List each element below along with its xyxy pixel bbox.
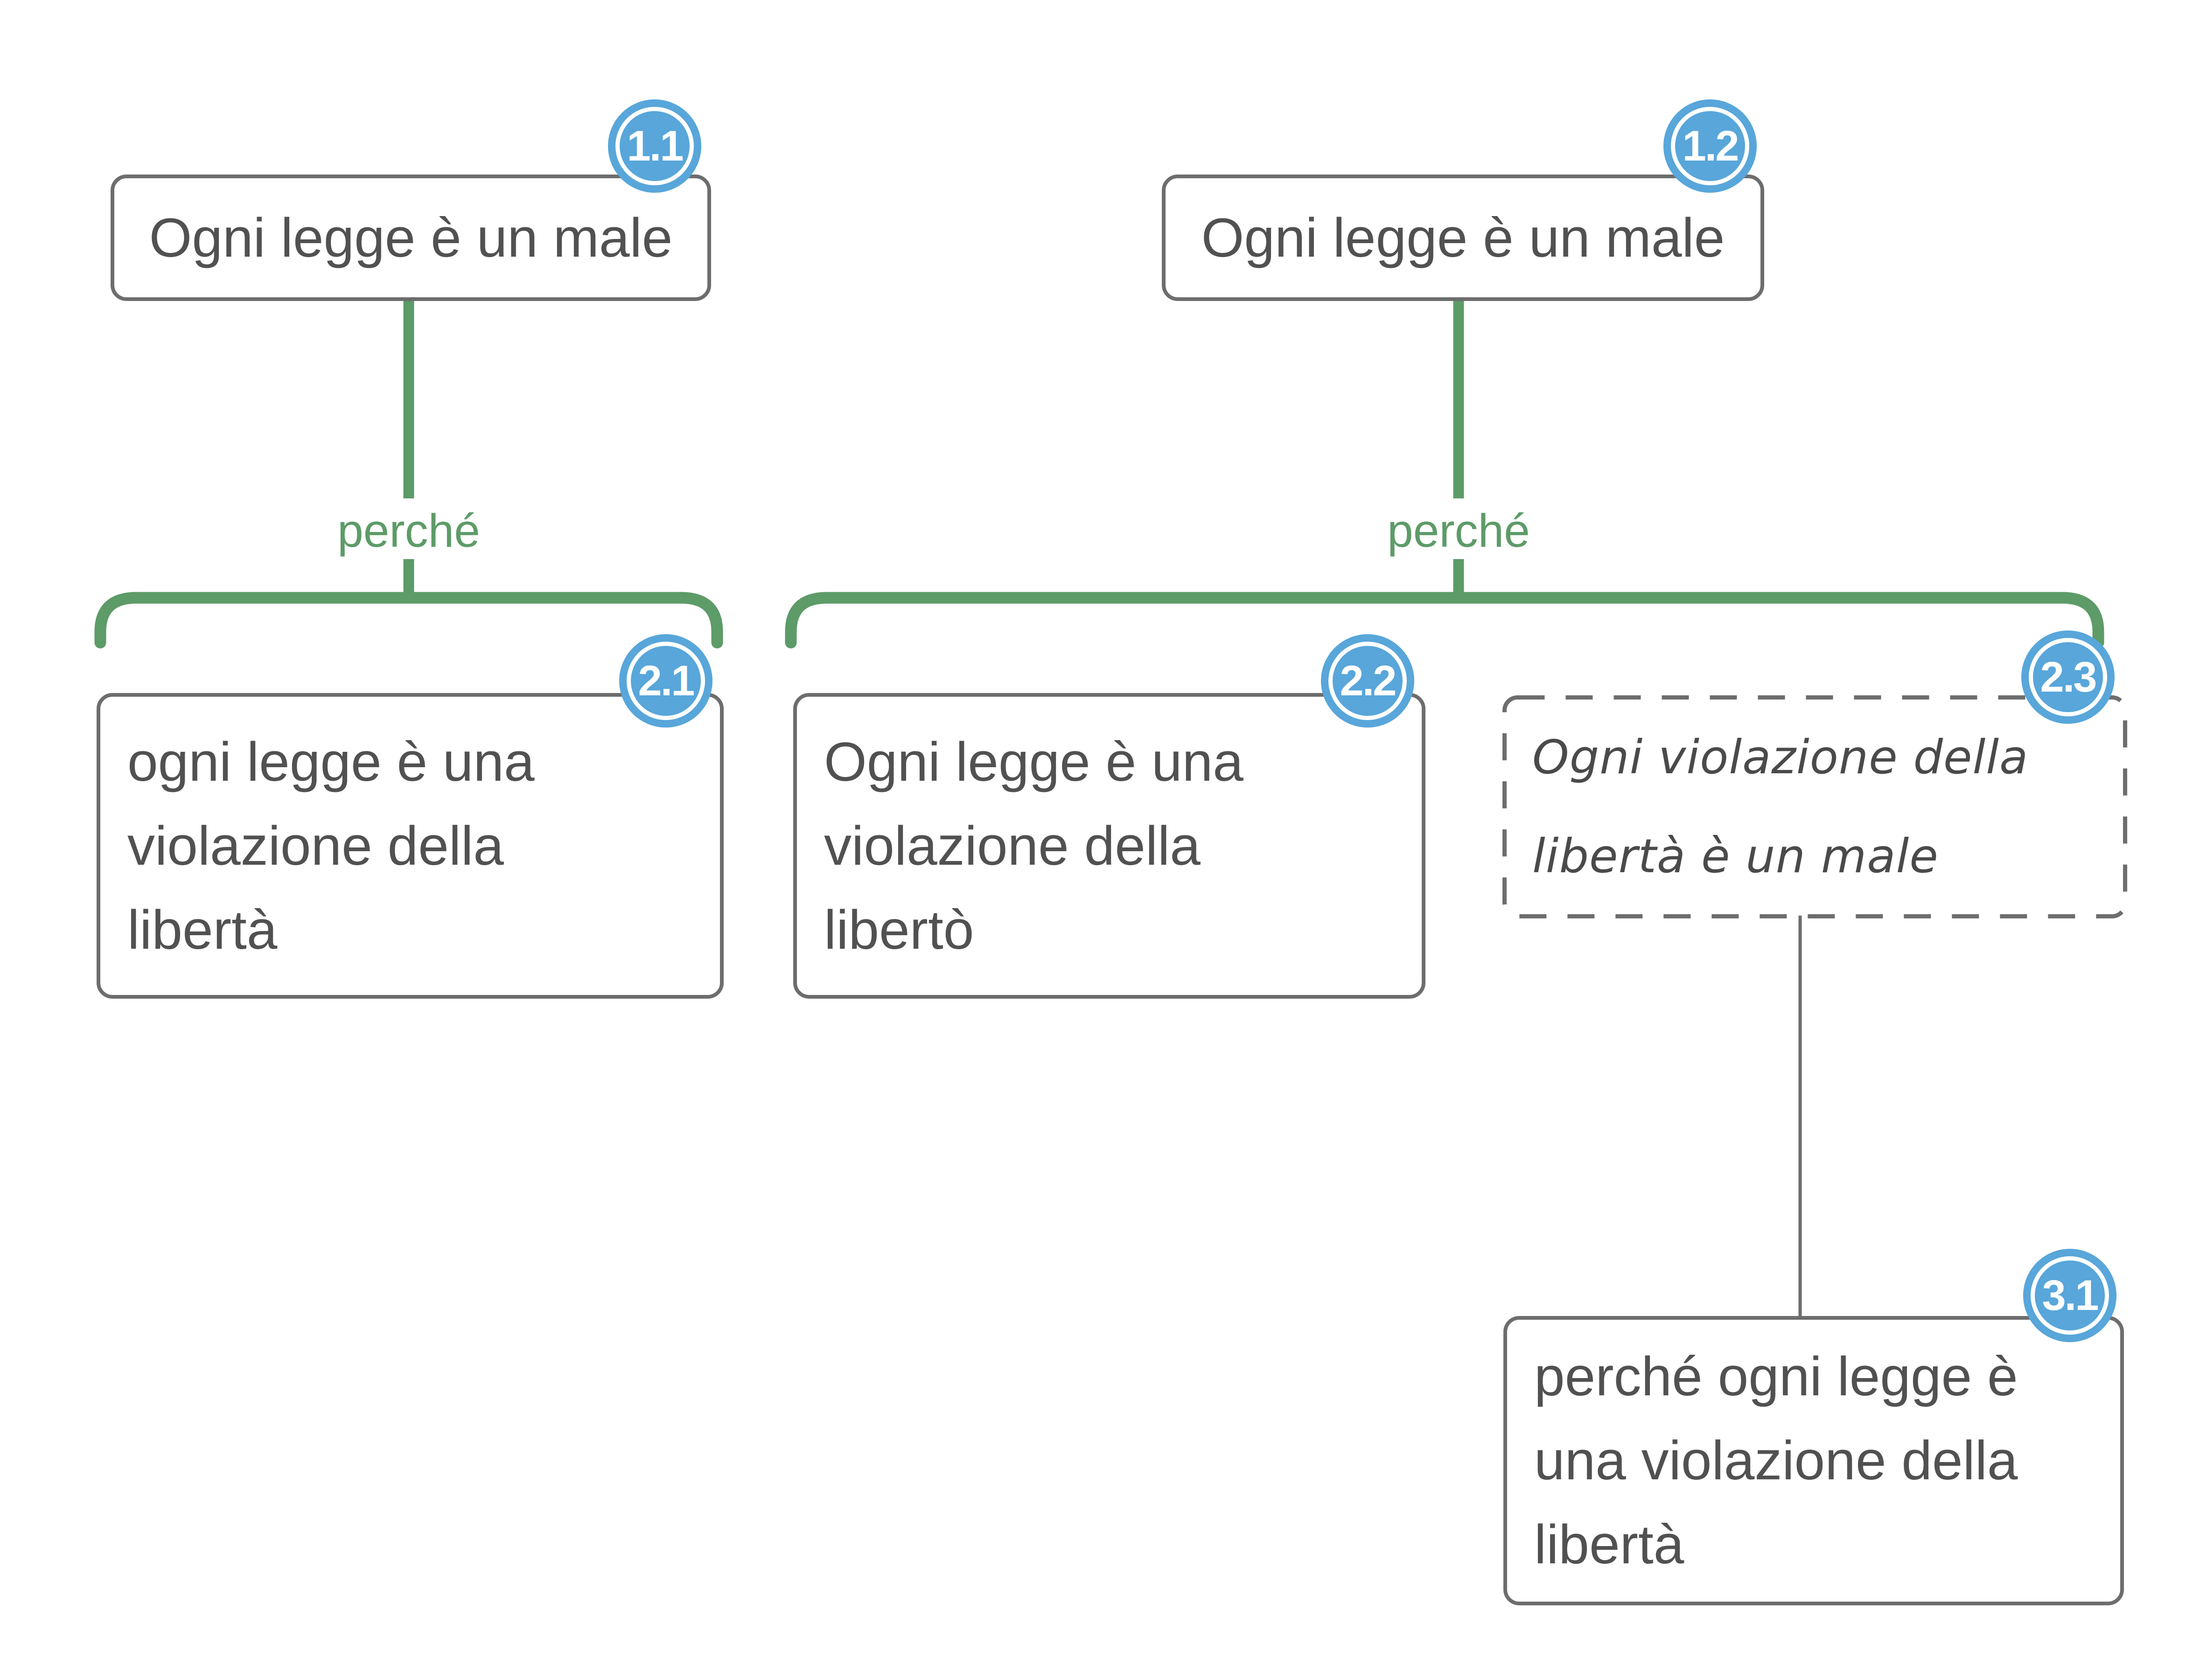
badge-ring-icon <box>615 107 694 185</box>
node-text-handwritten: Ogni violazione della libertà è un male <box>1532 730 2029 883</box>
badge-number: 2.3 <box>2040 653 2097 701</box>
node-box-2-2[interactable]: 2.2 Ogni legge è una violazione della li… <box>793 634 1425 999</box>
badge-ring-icon <box>627 642 705 720</box>
badge-ring-icon <box>2031 1256 2109 1335</box>
node-text: Ogni legge è una violazione della libert… <box>824 731 1243 961</box>
dashed-box-border-2-3 <box>1502 695 2127 918</box>
badge-ring-icon <box>2029 638 2107 716</box>
node-badge-1-1: 1.1 <box>608 99 701 193</box>
badge-ring-icon <box>1671 107 1749 185</box>
node-text: Ogni legge è un male <box>1201 207 1725 269</box>
node-badge-2-2: 2.2 <box>1321 634 1414 728</box>
node-box-2-1[interactable]: 2.1 ogni legge è una violazione della li… <box>97 634 724 999</box>
node-box-2-3[interactable]: 2.3 Ogni violazione della libertà è un m… <box>1502 630 2127 918</box>
node-box-1-1[interactable]: 1.1 Ogni legge è un male <box>111 99 711 301</box>
node-text: ogni legge è una violazione della libert… <box>127 731 535 961</box>
badge-number: 2.2 <box>1340 657 1397 705</box>
badge-ring-icon <box>1328 642 1407 720</box>
badge-number: 1.1 <box>627 122 684 170</box>
badge-number: 3.1 <box>2042 1271 2099 1319</box>
edge-label-perche-left: perché <box>332 503 486 559</box>
node-box-3-1[interactable]: 3.1 perché ogni legge è una violazione d… <box>1503 1249 2124 1605</box>
edge-label-perche-right: perché <box>1382 503 1536 559</box>
node-badge-2-3: 2.3 <box>2021 630 2115 724</box>
bracket-left-tree <box>94 592 723 649</box>
node-badge-1-2: 1.2 <box>1663 99 1757 193</box>
node-badge-3-1: 3.1 <box>2023 1249 2116 1342</box>
badge-number: 1.2 <box>1682 122 1739 170</box>
badge-number: 2.1 <box>638 657 695 705</box>
bracket-right-tree <box>785 592 2104 649</box>
node-text: perché ogni legge è una violazione della… <box>1534 1346 2018 1575</box>
node-badge-2-1: 2.1 <box>619 634 712 728</box>
node-box-1-2[interactable]: 1.2 Ogni legge è un male <box>1162 99 1764 301</box>
node-text: Ogni legge è un male <box>149 207 673 269</box>
